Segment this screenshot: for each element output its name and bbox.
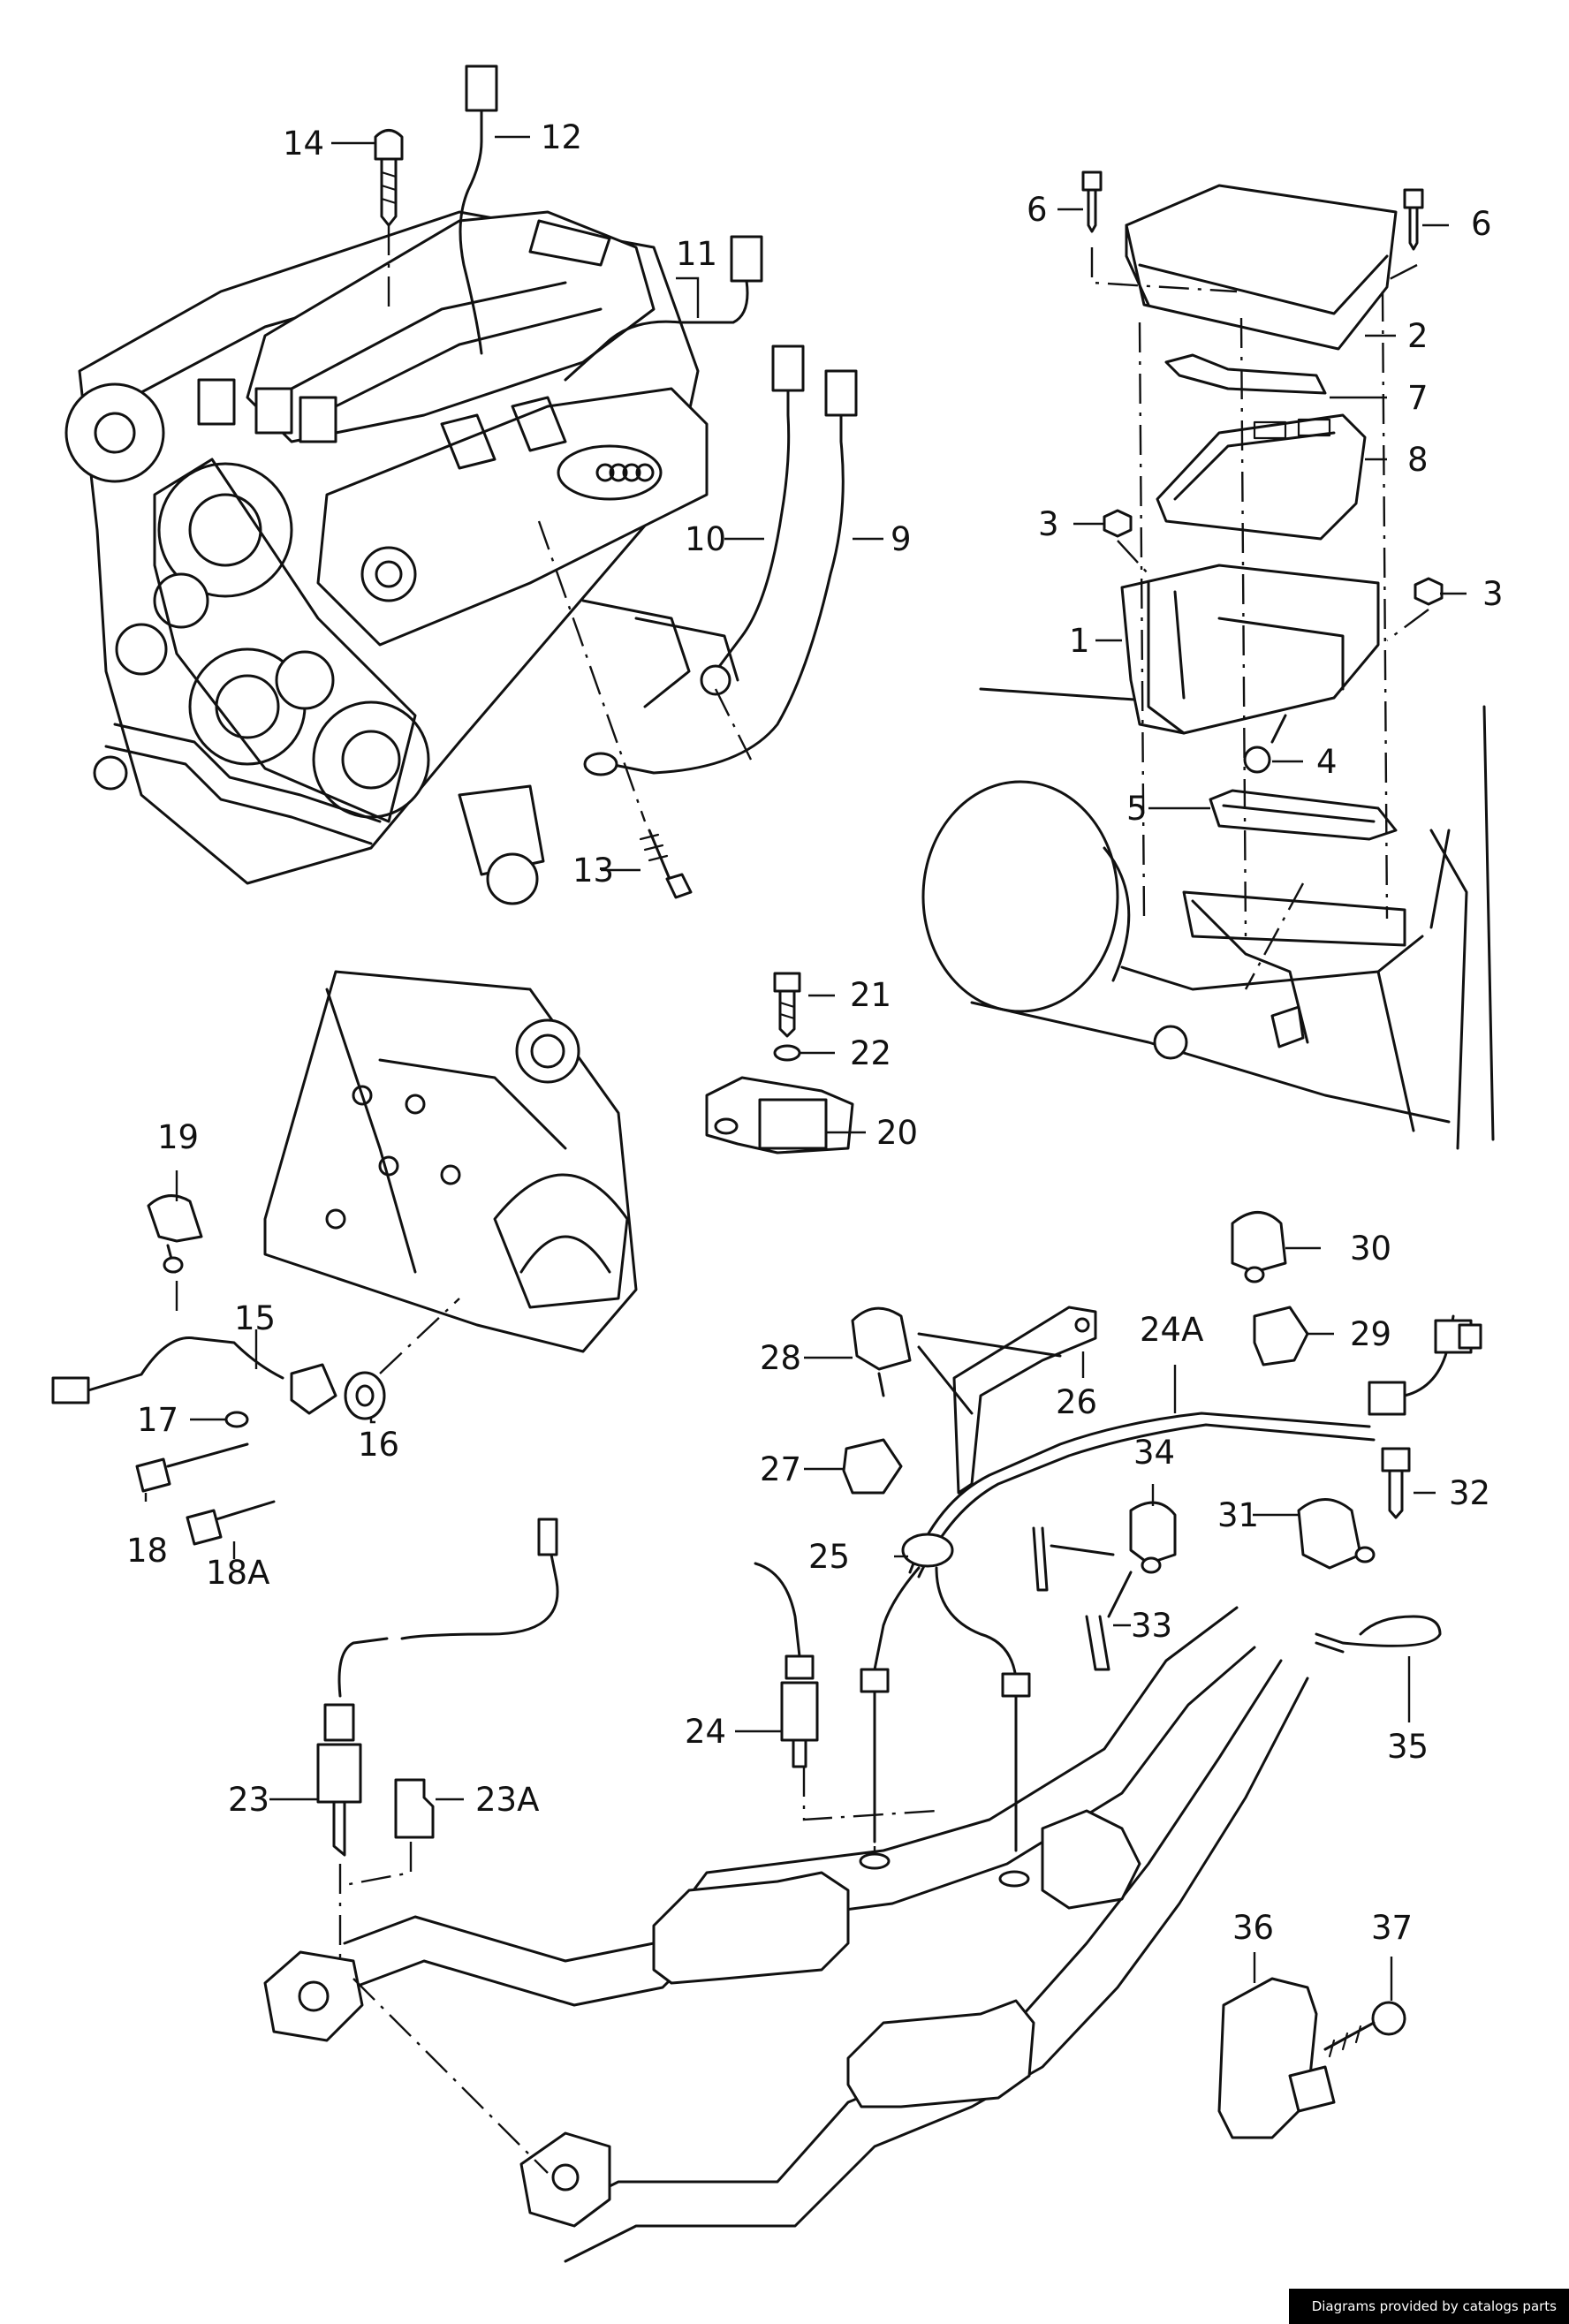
callout-23: 23 [228,1781,269,1819]
callout-1: 1 [1069,622,1090,660]
callout-3b: 3 [1482,575,1504,613]
callout-23A: 23A [475,1781,539,1819]
callout-9: 9 [891,520,912,558]
callout-30: 30 [1350,1230,1391,1268]
callout-20: 20 [876,1114,918,1152]
callout-6b: 6 [1471,205,1492,243]
engine-sensor-harness [374,64,858,899]
callout-10: 10 [685,520,726,558]
callout-6a: 6 [1027,191,1048,229]
small-parts [842,1211,1442,2139]
diagram-credit: Diagrams provided by catalogs parts [1288,2289,1569,2324]
callout-15: 15 [234,1299,276,1337]
ecu-assembly [921,170,1495,1150]
exhaust-system [263,1314,1482,2263]
callout-13: 13 [572,852,614,889]
callout-21: 21 [850,976,891,1014]
callout-36: 36 [1232,1909,1274,1947]
callout-25: 25 [808,1538,850,1576]
engine-assembly [64,210,739,905]
callout-37: 37 [1371,1909,1413,1947]
callout-11: 11 [676,235,717,273]
callout-2: 2 [1407,317,1429,355]
callout-12: 12 [541,118,582,156]
callout-32: 32 [1449,1474,1490,1512]
callout-5: 5 [1126,790,1148,828]
callout-labels: 14 12 11 10 9 13 6 6 2 7 8 3 3 1 4 5 21 … [126,118,1504,1947]
callout-24A: 24A [1140,1311,1203,1349]
callout-33: 33 [1131,1607,1172,1645]
callout-3a: 3 [1038,505,1059,543]
callout-34: 34 [1133,1434,1175,1472]
callout-19: 19 [157,1118,199,1156]
callout-35: 35 [1387,1728,1429,1766]
callout-16: 16 [358,1426,399,1464]
callout-24: 24 [685,1713,726,1751]
callout-26: 26 [1056,1383,1097,1421]
callout-4: 4 [1316,743,1338,781]
callout-22: 22 [850,1034,891,1072]
callout-18: 18 [126,1532,168,1570]
leader-lines [144,135,1467,2001]
engine-block-crank-sensor [51,970,638,1546]
callout-28: 28 [760,1339,801,1377]
callout-14: 14 [283,125,324,163]
callout-8: 8 [1407,441,1429,479]
callout-18A: 18A [206,1554,269,1592]
callout-31: 31 [1217,1496,1259,1534]
callout-29: 29 [1350,1315,1391,1353]
callout-17: 17 [137,1401,178,1439]
camshaft-sensor-group [705,972,854,1154]
callout-27: 27 [760,1450,801,1488]
callout-7: 7 [1407,379,1429,417]
